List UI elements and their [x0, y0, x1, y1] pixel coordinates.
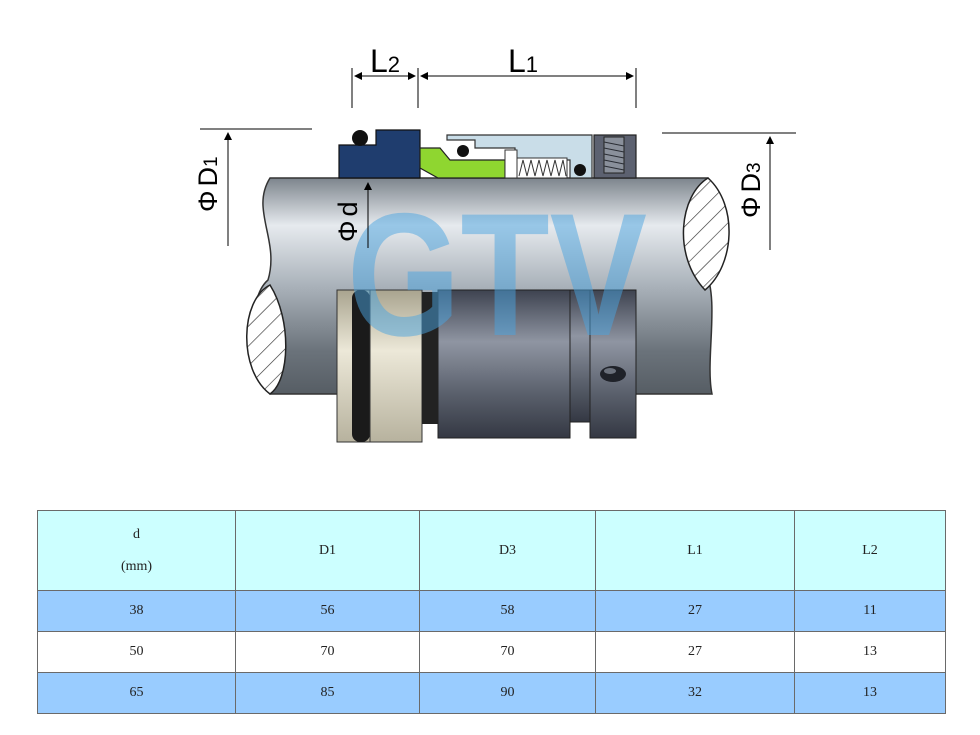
label-d3-prefix: Φ: [736, 196, 766, 218]
label-l1-main: L: [508, 43, 526, 79]
cell-d3: 58: [419, 590, 596, 632]
label-l2-main: L: [370, 43, 388, 79]
cell-l1: 27: [595, 631, 795, 673]
table-row: 65 85 90 32 13: [37, 672, 946, 714]
cell-d3: 90: [419, 672, 596, 714]
cell-l2: 13: [794, 672, 946, 714]
cell-d1: 70: [235, 631, 420, 673]
seal-assembly-lower: [336, 289, 637, 443]
header-d: d (mm): [37, 510, 236, 591]
cell-l1: 27: [595, 590, 795, 632]
cell-l2: 11: [794, 590, 946, 632]
cell-d1: 56: [235, 590, 420, 632]
cell-d1: 85: [235, 672, 420, 714]
svg-text:Φd: Φd: [333, 201, 363, 242]
label-l1-sub: 1: [526, 52, 538, 77]
label-d1-prefix: Φ: [193, 190, 223, 212]
svg-text:ΦD1: ΦD1: [193, 156, 223, 212]
cell-d3: 70: [419, 631, 596, 673]
header-d3: D3: [419, 510, 596, 591]
cell-l1: 32: [595, 672, 795, 714]
cell-l2: 13: [794, 631, 946, 673]
cell-d: 65: [37, 672, 236, 714]
dimension-d: Φd: [333, 182, 372, 248]
dimension-l1: L1: [420, 43, 637, 108]
label-d3-sub: 3: [744, 162, 765, 173]
label-d3-main: D: [736, 173, 766, 193]
seal-diagram: GTV L2 L1 ΦD1 Φd ΦD3: [193, 43, 796, 443]
label-l2-sub: 2: [388, 52, 400, 77]
dimension-d1: ΦD1: [193, 128, 312, 246]
table-row: 38 56 58 27 11: [37, 590, 946, 632]
watermark-text: GTV: [347, 178, 647, 373]
header-d1: D1: [235, 510, 420, 591]
header-l2: L2: [794, 510, 946, 591]
header-d-line2: (mm): [120, 558, 153, 574]
label-d1-main: D: [193, 167, 223, 187]
svg-text:ΦD3: ΦD3: [736, 162, 766, 218]
dimension-l2: L2: [351, 43, 419, 108]
cell-d: 50: [37, 631, 236, 673]
cell-d: 38: [37, 590, 236, 632]
label-d-prefix: Φ: [333, 220, 363, 242]
spec-table: d (mm) D1 D3 L1 L2 38 56 58 27 11 50 70 …: [37, 510, 946, 714]
table-row: 50 70 70 27 13: [37, 631, 946, 673]
table-header-row: d (mm) D1 D3 L1 L2: [37, 510, 946, 591]
svg-text:L2: L2: [370, 43, 400, 79]
svg-text:L1: L1: [508, 43, 538, 79]
dimension-d3: ΦD3: [662, 132, 796, 250]
label-d-main: d: [333, 201, 363, 216]
header-d-line1: d: [133, 526, 140, 542]
header-l1: L1: [595, 510, 795, 591]
seal-cross-section: [338, 129, 637, 179]
label-d1-sub: 1: [201, 156, 222, 167]
